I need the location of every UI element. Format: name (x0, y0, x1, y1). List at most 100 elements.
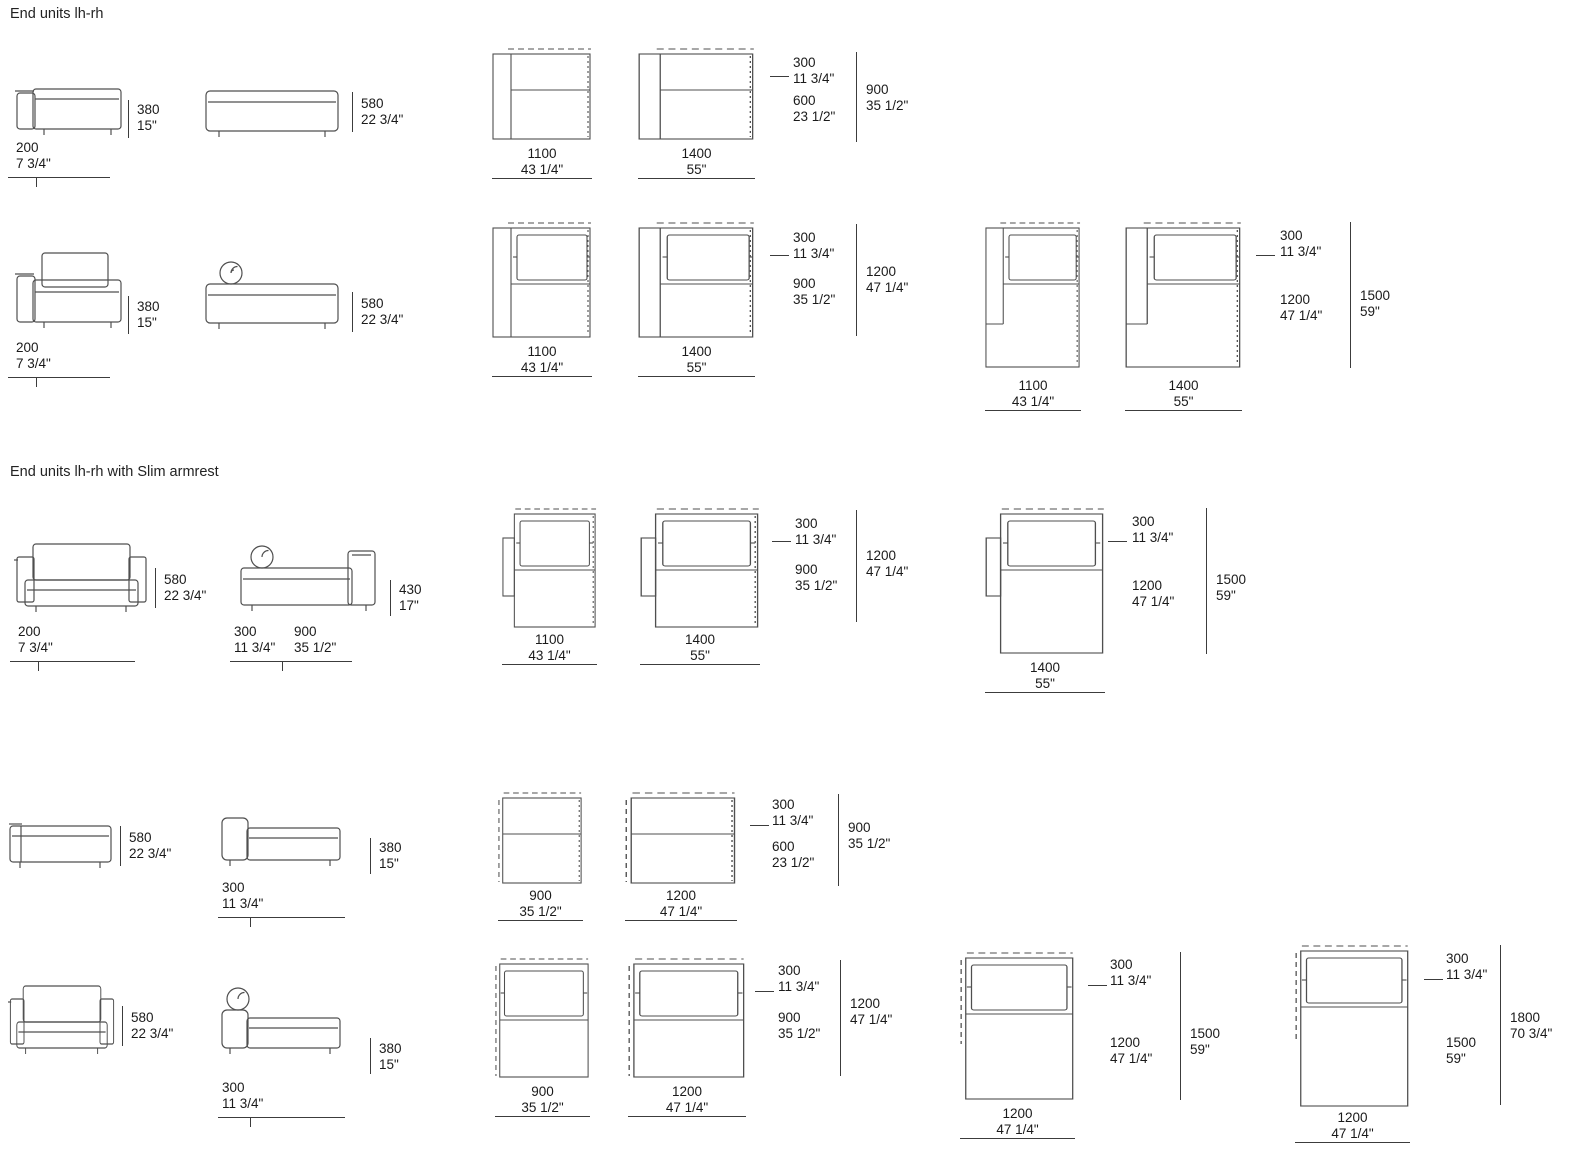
dim-inch-value: 59" (1190, 1041, 1210, 1057)
dim-line-vertical (390, 580, 391, 616)
drawing-r4c-top-view-900 (498, 792, 583, 884)
dim-mm-value: 1400 (681, 146, 712, 161)
dim-mm-value: 1200 (1132, 578, 1163, 593)
dim-mm-value: 1400 (1029, 660, 1061, 675)
dim-line-vertical (370, 838, 371, 874)
dim-inch-value: 47 1/4" (996, 1121, 1039, 1137)
dim-inch-value: 55" (1173, 393, 1194, 409)
dim-inch-value: 47 1/4" (1331, 1125, 1374, 1141)
dim-line-horizontal (638, 178, 755, 179)
dim-inch-value: 35 1/2" (521, 1099, 564, 1115)
dim-mm-value: 1500 (1360, 288, 1391, 303)
dim-mm-value: 1800 (1510, 1010, 1541, 1025)
dim-inch-value: 23 1/2" (772, 854, 815, 870)
dim-inch-value: 47 1/4" (659, 903, 703, 919)
dim-mm-value: 1500 (1190, 1026, 1221, 1041)
dim-tick (250, 918, 251, 927)
dim-mm-value: 300 (222, 1080, 245, 1095)
dim-mm-value: 1400 (1168, 378, 1199, 393)
dim-tick (770, 76, 789, 77)
dim-line-horizontal (492, 178, 592, 179)
dim-mm-value: 300 (1446, 951, 1469, 966)
dim-tick (36, 178, 37, 187)
dim-inch-value: 70 3/4" (1510, 1025, 1553, 1041)
drawing-r2a-armchair-front-view (14, 250, 124, 335)
dim-line-vertical (128, 296, 129, 334)
dim-line-horizontal (8, 177, 110, 178)
dim-mm-value: 600 (772, 839, 795, 854)
dim-mm-value: 1100 (1018, 378, 1048, 393)
dim-inch-value: 59" (1446, 1050, 1466, 1066)
dim-mm-value: 1200 (665, 888, 697, 903)
drawing-r3b-slim-chaise-side-view (240, 540, 380, 618)
dim-mm-value: 1400 (681, 344, 712, 359)
dim-inch-value: 47 1/4" (1110, 1050, 1153, 1066)
dim-mm-value: 380 (379, 840, 402, 855)
dim-mm-value: 900 (795, 562, 818, 577)
dim-inch-value: 47 1/4" (1280, 307, 1323, 323)
dim-line-vertical (856, 52, 857, 142)
dim-line-horizontal (502, 664, 597, 665)
dim-mm-value: 300 (778, 963, 801, 978)
dim-inch-value: 15" (137, 314, 157, 330)
dim-mm-value: 580 (361, 296, 384, 311)
dim-tick (36, 378, 37, 387)
drawing-r1a-end-unit-front-view (14, 82, 124, 140)
drawing-r2c-top-view-1100-backrest (492, 222, 592, 338)
dim-inch-value: 22 3/4" (131, 1025, 174, 1041)
dim-mm-value: 1200 (1110, 1035, 1141, 1050)
dim-inch-value: 11 3/4" (1446, 966, 1488, 982)
dim-mm-value: 1100 (527, 344, 557, 359)
dim-inch-value: 11 3/4" (222, 1095, 264, 1111)
dim-line-vertical (1500, 945, 1501, 1105)
dim-line-horizontal (218, 917, 345, 918)
dim-tick (38, 662, 39, 671)
dim-inch-value: 11 3/4" (793, 245, 835, 261)
section-title-end-units-slim: End units lh-rh with Slim armrest (10, 464, 219, 480)
dim-mm-value: 300 (793, 55, 816, 70)
dim-mm-value: 1500 (1446, 1035, 1477, 1050)
drawing-r4d-top-view-1200 (625, 792, 737, 884)
drawing-r3c-top-view-1100-slim (502, 508, 597, 628)
dim-mm-value: 1200 (1002, 1106, 1033, 1121)
dim-inch-value: 15" (137, 117, 157, 133)
dim-line-vertical (838, 794, 839, 886)
dim-tick (1424, 979, 1443, 980)
dim-mm-value: 300 (1110, 957, 1133, 972)
dim-tick (282, 662, 283, 671)
dim-line-vertical (856, 224, 857, 336)
dim-inch-value: 15" (379, 1056, 399, 1072)
dim-line-vertical (1206, 508, 1207, 654)
dim-inch-value: 35 1/2" (294, 639, 337, 655)
dim-inch-value: 11 3/4" (1132, 529, 1174, 545)
dim-tick (770, 255, 789, 256)
dim-mm-value: 200 (16, 340, 39, 355)
dim-mm-value: 900 (793, 276, 816, 291)
